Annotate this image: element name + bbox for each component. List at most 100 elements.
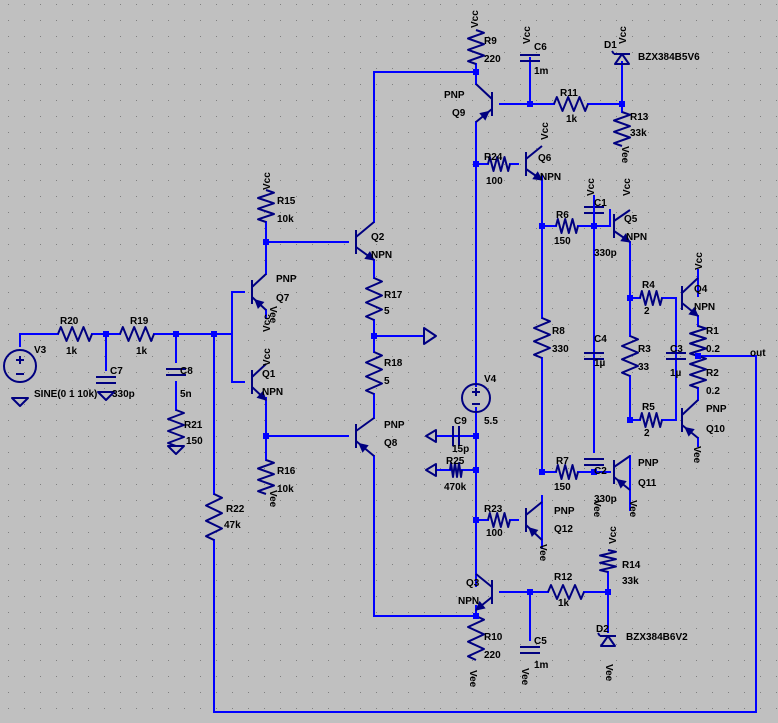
r4-value: 2 — [644, 306, 650, 317]
r8-value: 330 — [552, 344, 569, 355]
r24-value: 100 — [486, 176, 503, 187]
r3-resistor — [621, 335, 639, 377]
junction-dot — [539, 223, 545, 229]
vcc-q6-label: Vcc — [540, 122, 551, 140]
q2-transistor-arrow — [364, 251, 375, 261]
c3-capacitor — [666, 352, 686, 360]
r10-value: 220 — [484, 650, 501, 661]
r18-value: 5 — [384, 376, 390, 387]
junction-dot — [591, 223, 597, 229]
r2-ref: R2 — [706, 368, 719, 379]
c7-capacitor — [96, 376, 116, 384]
junction-dot — [263, 239, 269, 245]
r16-value: 10k — [277, 484, 294, 495]
q6-transistor-arrow — [532, 171, 543, 181]
q7-ref: Q7 — [276, 293, 290, 304]
r1-ref: R1 — [706, 326, 719, 337]
r20-ref: R20 — [60, 316, 79, 327]
q2-type: NPN — [371, 250, 392, 261]
r11-value: 1k — [566, 114, 578, 125]
junction-dot — [473, 161, 479, 167]
junction-dot — [605, 589, 611, 595]
r6-resistor — [555, 218, 579, 234]
r19-resistor — [119, 326, 155, 342]
r21-resistor — [167, 409, 185, 447]
q9-ref: Q9 — [452, 108, 466, 119]
r16-resistor — [257, 459, 275, 495]
junction-dot — [473, 467, 479, 473]
ground-icon — [425, 429, 437, 443]
d1-zener-diode — [611, 50, 630, 65]
c3-ref: C3 — [670, 344, 683, 355]
c7-value: 330p — [112, 389, 135, 400]
c8-ref: C8 — [180, 366, 193, 377]
c1-ref: C1 — [594, 198, 607, 209]
r4-ref: R4 — [642, 280, 655, 291]
source-ref: V3 — [34, 345, 47, 356]
c6-ref: C6 — [534, 42, 547, 53]
r6-ref: R6 — [556, 210, 569, 221]
r24-resistor — [487, 156, 511, 172]
q4-ref: Q4 — [694, 284, 708, 295]
r19-ref: R19 — [130, 316, 149, 327]
vcc-c6-label: Vcc — [522, 26, 533, 44]
q3-transistor-arrow — [475, 600, 486, 611]
labels: V3 SINE(0 1 10k) R20 1k R19 1k C7 330p C… — [34, 10, 766, 688]
q10-type: PNP — [706, 404, 727, 415]
q3-type: NPN — [458, 596, 479, 607]
r22-ref: R22 — [226, 504, 245, 515]
r5-value: 2 — [644, 428, 650, 439]
c8-value: 5n — [180, 389, 192, 400]
v4-source — [461, 383, 491, 413]
r17-resistor — [365, 277, 383, 321]
vee-q7-label: Vee — [267, 306, 278, 324]
q12-transistor-arrow — [528, 526, 539, 538]
q6-type: NPN — [540, 172, 561, 183]
q5-type: NPN — [626, 232, 647, 243]
r2-value: 0.2 — [706, 386, 720, 397]
q1-ref: Q1 — [262, 369, 276, 380]
r20-value: 1k — [66, 346, 78, 357]
r13-resistor — [613, 111, 631, 147]
ground-icon — [167, 445, 185, 455]
d2-zener-diode — [597, 632, 616, 647]
r7-ref: R7 — [556, 456, 569, 467]
r10-resistor — [467, 615, 485, 661]
r4-resistor — [639, 290, 663, 306]
r9-value: 220 — [484, 54, 501, 65]
v3-source — [3, 349, 37, 383]
vcc-q5-label: Vcc — [622, 178, 633, 196]
c8-capacitor — [166, 368, 186, 376]
d1-value: BZX384B5V6 — [638, 52, 700, 63]
r12-value: 1k — [558, 598, 570, 609]
v4-value: 5.5 — [484, 416, 498, 427]
r10-ref: R10 — [484, 632, 503, 643]
r11-resistor — [553, 96, 589, 112]
r22-value: 47k — [224, 520, 241, 531]
r25-resistor — [449, 462, 463, 478]
junction-dot — [591, 469, 597, 475]
q4-transistor-arrow — [688, 306, 699, 317]
r16-ref: R16 — [277, 466, 296, 477]
q6-ref: Q6 — [538, 153, 552, 164]
q4-type: NPN — [694, 302, 715, 313]
c5-ref: C5 — [534, 636, 547, 647]
vcc-r9-label: Vcc — [470, 10, 481, 28]
d2-ref: D2 — [596, 624, 609, 635]
v4-polarity — [472, 388, 480, 405]
r18-ref: R18 — [384, 358, 403, 369]
output-port-icon — [423, 327, 437, 345]
junction-dot — [473, 433, 479, 439]
vee-q10-label: Vee — [691, 446, 702, 464]
c5-value: 1m — [534, 660, 549, 671]
r13-value: 33k — [630, 128, 647, 139]
c9-capacitor — [452, 426, 460, 446]
vcc-d1-label: Vcc — [618, 26, 629, 44]
q9-type: PNP — [444, 90, 465, 101]
q1-transistor-arrow — [256, 390, 267, 401]
ground-icon — [11, 397, 29, 407]
source-value: SINE(0 1 10k) — [34, 389, 97, 400]
junction-dot — [473, 613, 479, 619]
vcc-c1-label: Vcc — [586, 178, 597, 196]
